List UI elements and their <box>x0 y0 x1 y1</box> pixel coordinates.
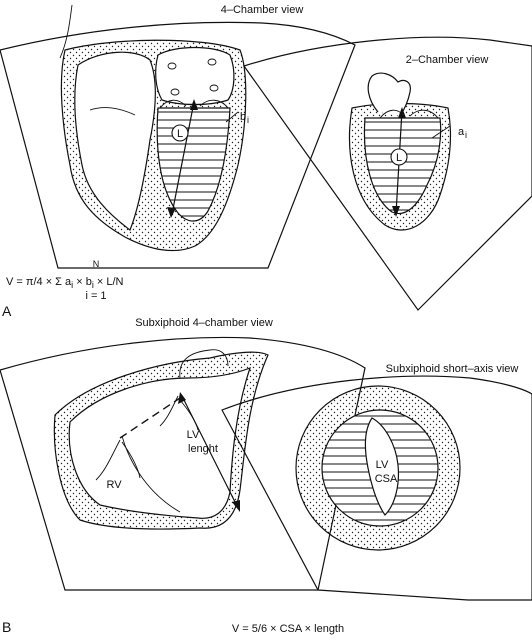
left-atrium-2 <box>367 72 411 117</box>
lv-csa-label-2: CSA <box>375 473 398 485</box>
lv-length-arrow-bottom <box>232 500 240 512</box>
sector-short-axis <box>221 375 532 601</box>
mitral-leaflet-2b <box>409 109 439 119</box>
heart-chambers-b <box>68 366 251 519</box>
mitral-leaflet-b <box>159 395 179 427</box>
atrium-top-b <box>179 349 229 379</box>
label-a-sub: i <box>465 130 467 140</box>
papillary-region <box>364 417 400 516</box>
mitral-leaflet-left <box>159 99 187 109</box>
lv-length-label-2: lenght <box>188 443 218 455</box>
lv-length-arrow-top <box>178 392 186 404</box>
axis-marker-a2 <box>390 148 408 166</box>
panel-b-letter: B <box>2 619 11 635</box>
pulm-vein-2 <box>207 58 217 66</box>
formula-b: V = 5/6 × CSA × length <box>232 623 344 635</box>
pulm-vein-1 <box>167 62 177 70</box>
rv-label: RV <box>106 479 122 491</box>
sector-2-chamber <box>243 36 532 311</box>
tricuspid-leaflet-b <box>95 439 121 481</box>
lv-length-axis <box>181 395 239 509</box>
axis-label-a1: L <box>177 128 183 140</box>
b-leader <box>225 111 239 123</box>
panel-a-view2-title: 2–Chamber view <box>406 54 489 66</box>
mitral-leaflet-right <box>199 99 229 109</box>
lv-length-label-1: LV <box>187 429 200 441</box>
pulm-vein-3 <box>170 88 180 96</box>
formula-a: V = π/4 × Σ ai × bi × L/N <box>6 276 124 290</box>
axis-marker-a1 <box>171 124 189 142</box>
arrow-bottom-a1 <box>167 207 176 218</box>
panel-b-view2-title: Subxiphoid short–axis view <box>386 363 519 375</box>
label-a: a <box>458 126 465 138</box>
arrow-bottom-a2 <box>392 206 400 217</box>
sector-edge-curve <box>59 4 73 59</box>
formula-a-upper: N <box>93 259 100 269</box>
pulm-vein-4 <box>209 84 219 92</box>
label-b-sub: i <box>247 115 249 125</box>
panel-a-letter: A <box>2 303 12 319</box>
septum-line <box>121 435 181 513</box>
axis-label-a2: L <box>396 152 402 164</box>
formula-a-lower: i = 1 <box>85 290 106 302</box>
arrow-top-a1 <box>190 99 198 110</box>
left-atrium <box>155 46 235 106</box>
right-ventricle <box>74 51 156 231</box>
tricuspid-leaflet-b2 <box>121 441 141 479</box>
sector-4-chamber <box>0 21 356 269</box>
a-leader <box>431 125 451 139</box>
long-axis-a1 <box>171 101 195 215</box>
lv-csa-label-1: LV <box>376 459 389 471</box>
tricuspid-valve <box>89 107 136 116</box>
panel-a-view1-title: 4–Chamber view <box>221 4 304 16</box>
sector-subxiphoid-4ch <box>0 336 366 591</box>
label-b: b <box>240 111 246 123</box>
panel-b-view1-title: Subxiphoid 4–chamber view <box>135 317 273 329</box>
arrow-top-a2 <box>398 107 406 118</box>
